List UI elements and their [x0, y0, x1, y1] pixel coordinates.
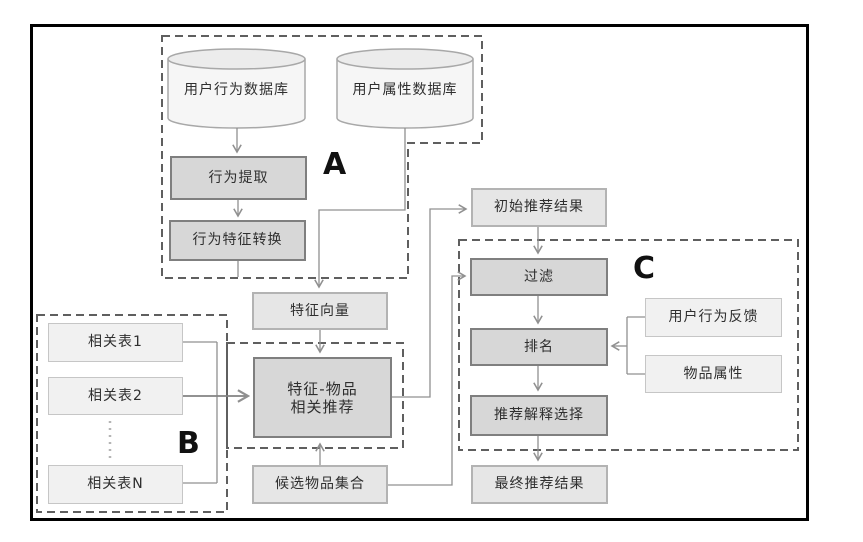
feature-item-recommend-line1: 特征-物品	[287, 379, 358, 398]
group-label-a: A	[323, 147, 347, 182]
user-behavior-db-cylinder	[167, 48, 306, 129]
node-user-attribute-db: 用户属性数据库	[352, 81, 458, 98]
node-user-behavior-db: 用户行为数据库	[184, 81, 289, 98]
user-attribute-db-cylinder	[336, 48, 474, 129]
node-explanation-selection: 推荐解释选择	[470, 395, 608, 436]
node-behavior-extraction: 行为提取	[170, 156, 307, 200]
node-related-table-n: 相关表N	[48, 465, 183, 504]
node-initial-result: 初始推荐结果	[471, 188, 607, 227]
edge-candidateset-to-filter	[388, 271, 467, 486]
node-behavior-feature-conversion: 行为特征转换	[169, 220, 306, 261]
group-label-b: B	[177, 426, 200, 461]
node-feature-vector: 特征向量	[252, 292, 388, 330]
group-b-dashed-boundary	[36, 314, 228, 513]
feature-item-recommend-line2: 相关推荐	[290, 397, 355, 416]
node-ranking: 排名	[470, 328, 608, 366]
node-user-behavior-feedback: 用户行为反馈	[645, 298, 782, 337]
node-item-attribute: 物品属性	[645, 355, 782, 393]
group-label-c: C	[633, 251, 656, 286]
node-related-table-1: 相关表1	[48, 323, 183, 362]
node-filter: 过滤	[470, 258, 608, 296]
edge-recommender-to-initialresult	[392, 204, 468, 398]
edge-attributedb-to-featurevector	[314, 128, 406, 289]
group-c-dashed-boundary	[458, 239, 799, 451]
node-candidate-item-set: 候选物品集合	[252, 465, 388, 504]
group-a-dashed-boundary	[161, 35, 483, 279]
node-related-table-2: 相关表2	[48, 377, 183, 415]
node-feature-item-recommend: 特征-物品 相关推荐	[253, 357, 392, 438]
node-final-result: 最终推荐结果	[471, 465, 608, 504]
